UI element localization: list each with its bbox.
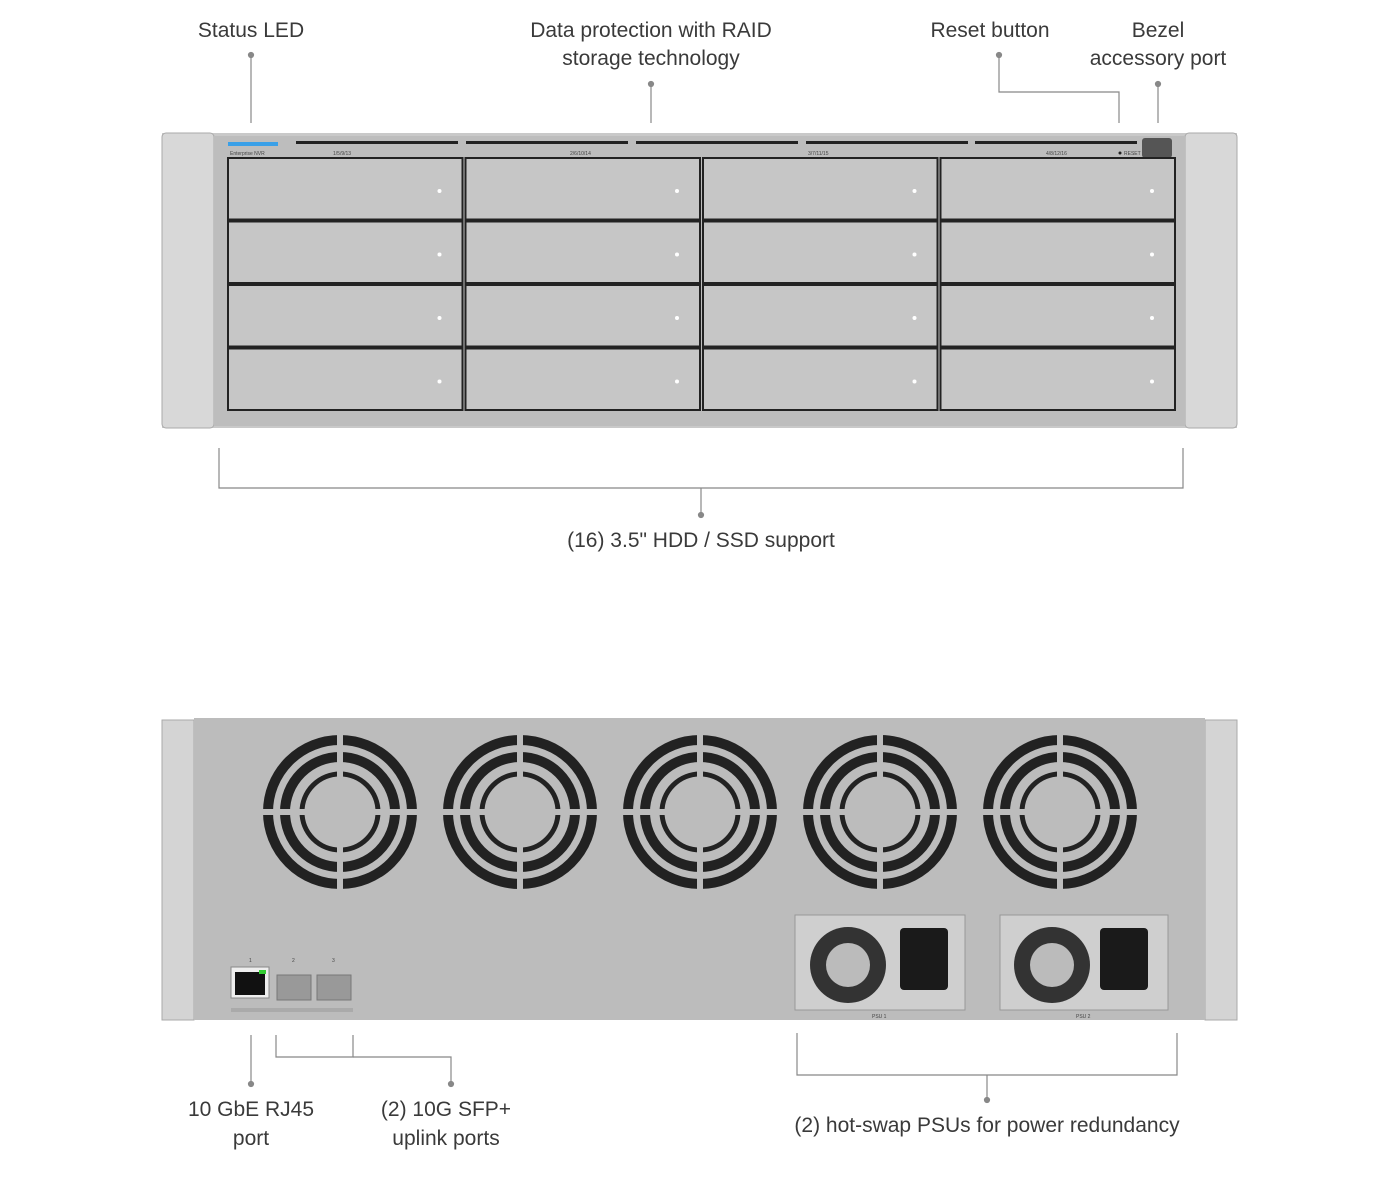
bay-group-label: 1/5/9/13: [333, 151, 351, 157]
bay-group-label: 3/7/11/15: [808, 151, 829, 157]
drive-bay[interactable]: [464, 157, 701, 221]
drive-bay[interactable]: [702, 220, 939, 284]
drive-led: [1150, 379, 1154, 384]
callout-rj45-line1: 10 GbE RJ45: [187, 1098, 315, 1121]
drive-bay[interactable]: [227, 347, 464, 411]
drive-led: [912, 189, 917, 193]
fan-grille: [620, 732, 780, 892]
status-led: [228, 142, 278, 146]
callout-drives: (16) 3.5" HDD / SSD support: [567, 529, 835, 552]
drive-led: [675, 316, 679, 320]
port-number: 2: [292, 958, 295, 964]
bay-group-label: 2/6/10/14: [570, 151, 591, 157]
svg-text:PSU 2: PSU 2: [1076, 1014, 1091, 1020]
drive-bay[interactable]: [464, 284, 701, 348]
drive-bay[interactable]: [939, 220, 1176, 284]
bezel-port: [1142, 138, 1172, 158]
drive-bay[interactable]: [939, 284, 1176, 348]
drive-led: [675, 379, 679, 384]
sfp-port: [276, 974, 312, 1001]
drive-led: [1150, 252, 1154, 257]
psu-1: PSU 1: [794, 914, 966, 1020]
drive-bay[interactable]: [939, 157, 1176, 221]
drive-led: [675, 189, 679, 193]
callout-status-led: Status LED: [197, 19, 305, 42]
callout-bezel-line2: accessory port: [1089, 47, 1227, 70]
drive-bay[interactable]: [464, 347, 701, 411]
callout-sfp-line1: (2) 10G SFP+: [380, 1098, 512, 1121]
fan-grille: [980, 732, 1140, 892]
port-number: 1: [249, 958, 252, 964]
drive-led: [1150, 316, 1154, 320]
svg-text:PSU 1: PSU 1: [872, 1014, 887, 1020]
fan-grille: [440, 732, 600, 892]
drive-bay[interactable]: [702, 157, 939, 221]
callout-raid-line2: storage technology: [562, 47, 740, 70]
fan-grille: [800, 732, 960, 892]
drive-led: [912, 252, 917, 257]
brand-label: Enterprise NVR: [230, 151, 265, 157]
drive-led: [912, 316, 917, 320]
psu-2: PSU 2: [999, 914, 1169, 1020]
callout-raid-line1: Data protection with RAID: [530, 19, 772, 42]
drive-bay[interactable]: [702, 347, 939, 411]
drive-bay[interactable]: [702, 284, 939, 348]
front-chassis: Enterprise NVR 1/5/9/13 2/6/10/14 3/7/11…: [161, 132, 1238, 429]
callout-rj45-line2: port: [232, 1127, 270, 1150]
drive-bay[interactable]: [227, 157, 464, 221]
drive-bay[interactable]: [227, 284, 464, 348]
fans: [260, 732, 1140, 892]
bay-group-label: 4/8/12/16: [1046, 151, 1067, 157]
callout-sfp-line2: uplink ports: [392, 1127, 500, 1150]
drive-bay[interactable]: [227, 220, 464, 284]
drive-led: [437, 252, 442, 257]
drive-led: [437, 316, 442, 320]
fan-grille: [260, 732, 420, 892]
drive-led: [437, 189, 442, 193]
callout-reset: Reset button: [930, 19, 1050, 42]
drive-led: [912, 379, 917, 384]
rear-chassis: 1 2 3 PSU 1 PSU 2: [161, 718, 1238, 1021]
callout-bezel-line1: Bezel: [1131, 19, 1185, 42]
drive-led: [1150, 189, 1154, 193]
reset-label: RESET: [1124, 151, 1141, 157]
drive-led: [675, 252, 679, 257]
callout-psu: (2) hot-swap PSUs for power redundancy: [794, 1114, 1180, 1137]
drive-bay[interactable]: [939, 347, 1176, 411]
sfp-port: [316, 974, 352, 1001]
drive-bays: [227, 157, 1176, 411]
drive-led: [437, 379, 442, 384]
port-number: 3: [332, 958, 335, 964]
drive-bay[interactable]: [464, 220, 701, 284]
